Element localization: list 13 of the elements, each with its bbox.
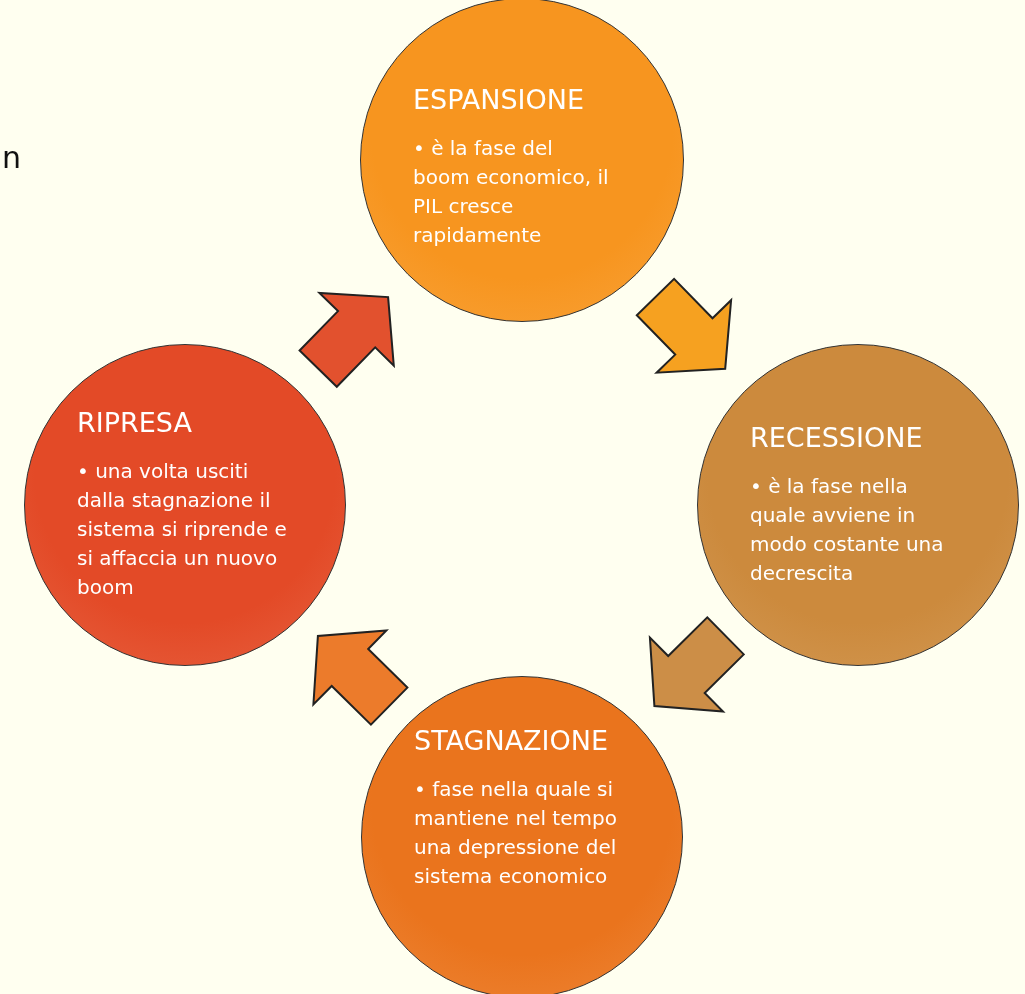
phase-heading: RIPRESA [77,407,192,438]
block-arrow [298,291,395,389]
block-arrow [312,629,409,726]
block-arrow [648,616,746,713]
block-arrow [635,277,733,374]
phase-description: • fase nella quale si mantiene nel tempo una depressione del sistema economico [414,776,618,890]
phase-heading: ESPANSIONE [413,84,585,115]
phase-description: • è la fase del boom economico, il PIL cresce rapidamente [413,135,610,249]
phase-heading: RECESSIONE [750,422,923,453]
phase-description: • è la fase nella quale avviene in modo costante una decrescita [750,473,945,587]
phase-description: • una volta usciti dalla stagnazione il sistema si riprende e si affaccia un nuovo boom [77,458,288,601]
phase-heading: STAGNAZIONE [414,725,609,756]
text-fragment: n [2,140,21,175]
